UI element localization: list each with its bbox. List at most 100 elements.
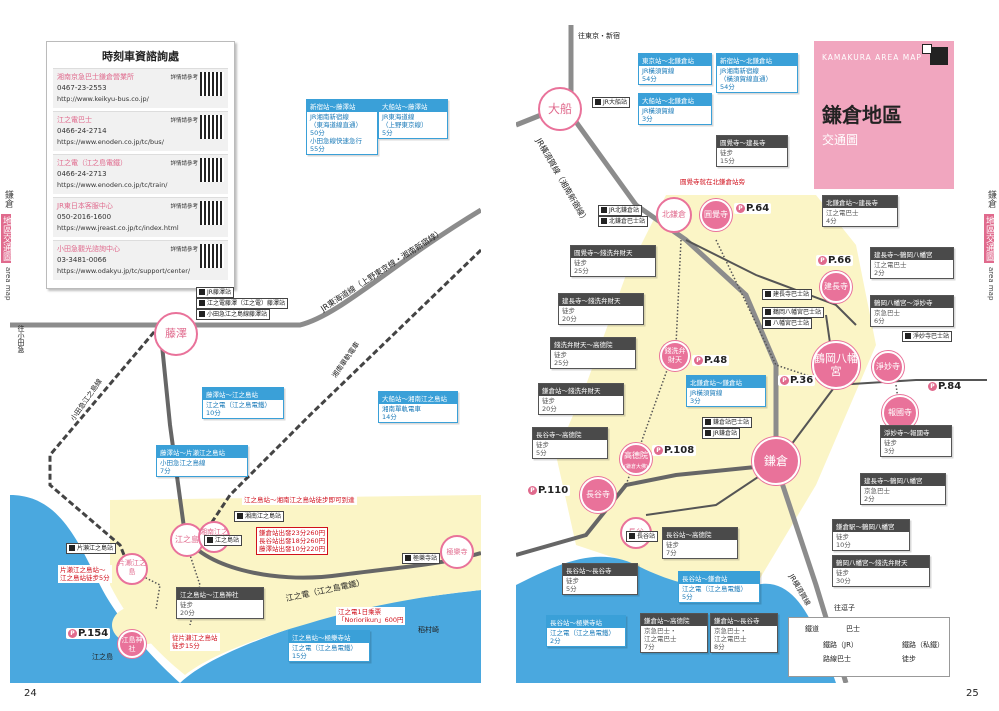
spot-kotokuin[interactable]: 高德院(鎌倉大佛)	[620, 443, 652, 475]
route-head: 長谷站～極樂寺站	[547, 616, 625, 628]
route-body: 江之電（江之島電鐵）2分	[550, 629, 615, 645]
qr-code-icon[interactable]	[200, 115, 224, 139]
info-panel: 時刻車資諮詢處 湘南京急巴士鎌倉營業所 詳情請參考 0467-23-2553 h…	[46, 41, 235, 289]
area-title-box: KAMAKURA AREA MAP 鎌倉地區 交通圖	[814, 41, 954, 189]
spot-enoshima-jinja[interactable]: 江島神社	[118, 630, 146, 658]
info-row: 江之電（江之島電鐵） 詳情請參考 0466-24-2713 https://ww…	[53, 154, 228, 194]
spot-zeniarai[interactable]: 錢洗弁財天	[660, 341, 690, 371]
spot-hachimangu[interactable]: 鶴岡八幡宮	[812, 341, 860, 389]
info-row: JR東日本客服中心 詳情請參考 050-2016-1600 https://ww…	[53, 197, 228, 237]
info-row-name: JR東日本客服中心	[57, 202, 113, 210]
direction-tokyo: 往東京・新宿	[578, 32, 620, 40]
route-head: 建長寺～鶴岡八幡宮	[861, 474, 945, 486]
spot-hasedera[interactable]: 長谷寺	[580, 477, 616, 513]
route-head: 長谷站～鎌倉站	[679, 572, 759, 584]
tag-hase: 長谷站	[626, 531, 659, 542]
info-row: 湘南京急巴士鎌倉營業所 詳情請參考 0467-23-2553 http://ww…	[53, 68, 228, 108]
route-head: 鎌倉站～錢洗弁財天	[539, 384, 623, 396]
station-ofuna[interactable]: 大船	[538, 87, 582, 131]
route-body: JR湘南新宿線（橫須賀線直通）54分	[720, 67, 772, 91]
tag-kamakura-bus: 鎌倉站巴士站	[702, 417, 753, 428]
legend-road: 路線巴士	[823, 655, 851, 663]
route-head: 新宿站～藤澤站	[307, 100, 377, 112]
route-head: 錢洗弁財天～高德院	[551, 338, 635, 350]
fare-note: 鎌倉站出發23分260円長谷站出發18分260円藤澤站出發10分220円	[256, 527, 329, 555]
station-kamakura[interactable]: 鎌倉	[752, 437, 800, 485]
left-page: 時刻車資諮詢處 湘南京急巴士鎌倉營業所 詳情請參考 0467-23-2553 h…	[10, 25, 481, 683]
legend-jr: 鐵路（JR）	[823, 641, 858, 649]
qr-code-icon[interactable]	[200, 244, 224, 268]
thumb-top: 鎌倉	[3, 190, 13, 208]
info-row-tel: 03-3481-0066	[57, 256, 107, 264]
info-row-tel: 0466-24-2713	[57, 170, 107, 178]
thumb-top: 鎌倉	[986, 190, 996, 208]
route-head: 圓覺寺～建長寺	[717, 136, 787, 148]
tag-hachimangu-bus2: 八幡宮巴士站	[762, 318, 813, 329]
page-number-left: 24	[24, 688, 37, 699]
spot-kenchoji[interactable]: 建長寺	[820, 271, 852, 303]
station-gokurakuji[interactable]: 極樂寺	[440, 535, 474, 569]
info-row-url[interactable]: https://www.enoden.co.jp/tc/train/	[57, 181, 168, 189]
legend-rail: 鐵道	[805, 625, 819, 633]
direction-zushi: 往逗子	[834, 604, 855, 612]
station-fujisawa[interactable]: 藤澤	[154, 312, 198, 356]
engakuji-note: 圓覺寺就在北鎌倉站旁	[678, 177, 747, 187]
tag-jr-ofuna: JR大船站	[592, 97, 630, 108]
route-head: 鎌倉駅～鶴岡八幡宮	[833, 520, 909, 532]
title-square-icon	[922, 44, 932, 54]
info-row-url[interactable]: https://www.jreast.co.jp/tc/index.html	[57, 224, 179, 232]
legend-private: 鐵路（私鐵）	[902, 641, 944, 649]
route-head: 北鎌倉站～建長寺	[823, 196, 897, 208]
route-head: 大船站～藤澤站	[379, 100, 447, 112]
route-body: 江之電（江之島電鐵）10分	[206, 401, 271, 417]
station-kitakamakura[interactable]: 北鎌倉	[656, 197, 692, 233]
route-head: 長谷站～長谷寺	[563, 564, 637, 576]
station-katase[interactable]: 片瀨江之島	[116, 553, 148, 585]
route-head: 大船站～北鎌倉站	[639, 94, 711, 106]
info-row: 江之電巴士 詳情請參考 0466-24-2714 https://www.eno…	[53, 111, 228, 151]
tag-odakyu-fujisawa: 小田急江之島線藤澤站	[196, 309, 271, 320]
spot-jomyoji[interactable]: 淨妙寺	[872, 351, 904, 383]
title-en: KAMAKURA AREA MAP	[822, 53, 922, 62]
qr-code-icon[interactable]	[200, 158, 224, 182]
spot-engakuji[interactable]: 圓覺寺	[700, 199, 732, 231]
info-row-url[interactable]: http://www.keikyu-bus.co.jp/	[57, 95, 149, 103]
tag-shonan: 湘南江之島站	[234, 511, 285, 522]
info-link-label: 詳情請參考	[170, 247, 198, 253]
enoshima-label: 江之島	[92, 653, 113, 661]
info-link-label: 詳情請參考	[170, 204, 198, 210]
tag-gokurakuji: 極樂寺站	[402, 553, 441, 564]
qr-code-icon[interactable]	[200, 201, 224, 225]
info-row-name: 江之電（江之島電鐵）	[57, 159, 127, 167]
thumb-en: area map	[4, 267, 12, 301]
info-row-name: 湘南京急巴士鎌倉營業所	[57, 73, 134, 81]
route-head: 藤澤站～江之島站	[203, 388, 283, 400]
info-row-url[interactable]: https://www.odakyu.jp/tc/support/center/	[57, 267, 191, 275]
info-row-url[interactable]: https://www.enoden.co.jp/tc/bus/	[57, 138, 164, 146]
qr-code-icon[interactable]	[200, 72, 224, 96]
